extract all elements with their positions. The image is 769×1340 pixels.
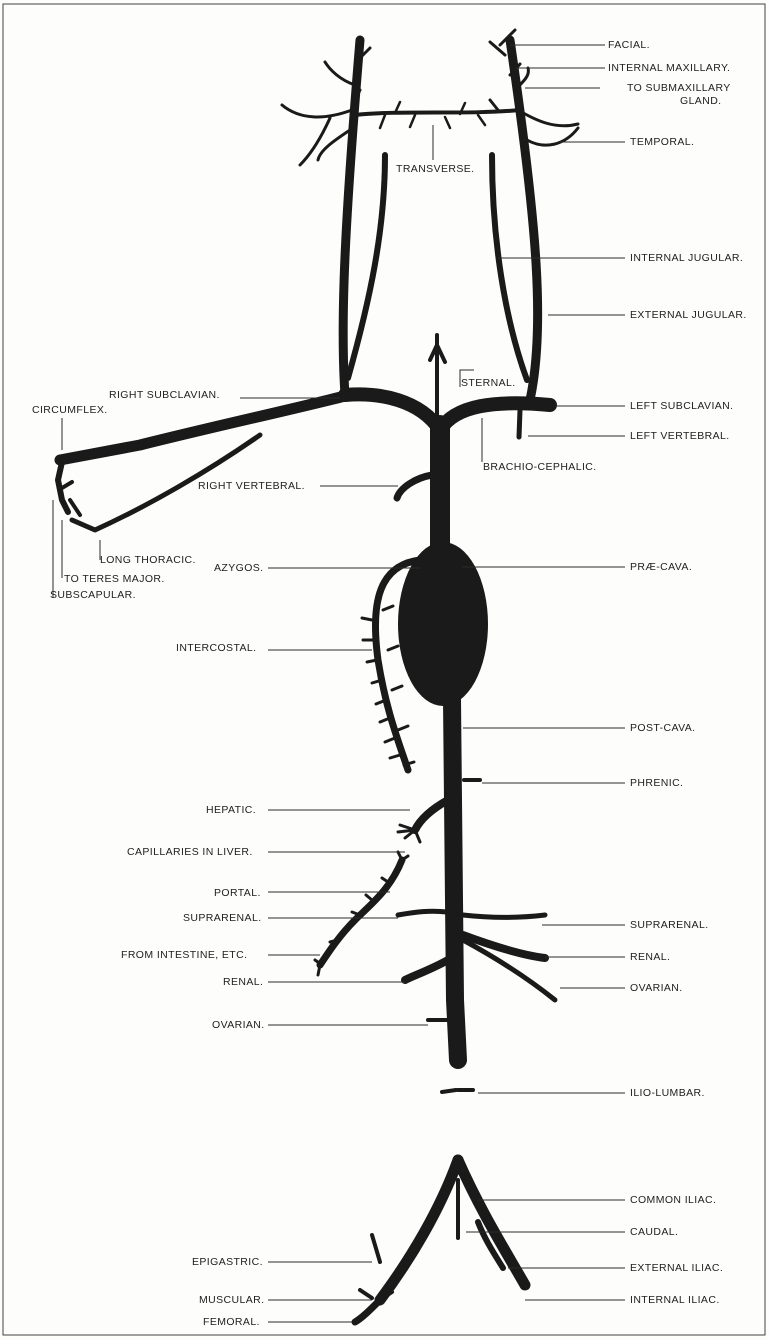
label-common-iliac: COMMON ILIAC. [630,1194,716,1206]
label-caudal: CAUDAL. [630,1226,678,1238]
label-azygos: AZYGOS. [214,562,263,574]
transverse-twigs [380,102,485,128]
label-subscapular: SUBSCAPULAR. [50,589,136,601]
label-muscular: MUSCULAR. [199,1294,264,1306]
post-cava-vessel [452,700,458,1060]
label-to-submaxillary: TO SUBMAXILLARY [627,82,731,94]
label-internal-jugular: INTERNAL JUGULAR. [630,252,743,264]
ilio-lumbar-vessel [442,1090,473,1092]
label-phrenic: PHRENIC. [630,777,683,789]
label-suprarenal-right: SUPRARENAL. [630,919,709,931]
label-external-jugular: EXTERNAL JUGULAR. [630,309,747,321]
right-subclavian-vessel [345,394,440,430]
suprarenal-right-vessel [463,915,545,917]
common-iliac-right [458,1160,525,1285]
label-internal-iliac: INTERNAL ILIAC. [630,1294,720,1306]
label-external-iliac: EXTERNAL ILIAC. [630,1262,723,1274]
label-ilio-lumbar: ILIO-LUMBAR. [630,1087,705,1099]
label-brachio-cephalic: BRACHIO-CEPHALIC. [483,461,597,473]
hepatic-vessel [415,800,448,830]
label-temporal: TEMPORAL. [630,136,694,148]
label-femoral: FEMORAL. [203,1316,260,1328]
femoral-vessel [355,1300,380,1322]
transverse-vessel [355,110,520,115]
label-internal-maxillary: INTERNAL MAXILLARY. [608,62,730,74]
right-internal-jugular [348,155,385,378]
label-circumflex: CIRCUMFLEX. [32,404,108,416]
leader-lines [53,45,625,1322]
label-long-thoracic: LONG THORACIC. [100,554,196,566]
label-from-intestine: FROM INTESTINE, ETC. [121,949,247,961]
label-right-subclavian: RIGHT SUBCLAVIAN. [109,389,220,401]
left-internal-jugular [492,155,527,380]
label-intercostal: INTERCOSTAL. [176,642,256,654]
vessel-drawing [58,30,578,1322]
label-capillaries-in-liver: CAPILLARIES IN LIVER. [127,846,253,858]
common-iliac-left [380,1160,458,1300]
label-renal-left: RENAL. [223,976,263,988]
label-renal-right: RENAL. [630,951,670,963]
right-vertebral-vessel [397,475,432,498]
label-gland: GLAND. [680,95,722,107]
left-subclavian-vessel [440,403,550,430]
labels: FACIAL. INTERNAL MAXILLARY. TO SUBMAXILL… [32,39,747,1328]
label-post-cava: POST-CAVA. [630,722,695,734]
label-right-vertebral: RIGHT VERTEBRAL. [198,480,305,492]
label-facial: FACIAL. [608,39,650,51]
label-portal: PORTAL. [214,887,261,899]
label-sternal: STERNAL. [461,377,516,389]
suprarenal-left-vessel [398,911,447,915]
label-ovarian-left: OVARIAN. [212,1019,265,1031]
label-prae-cava: PRÆ-CAVA. [630,561,692,573]
label-left-vertebral: LEFT VERTEBRAL. [630,430,730,442]
portal-vessel [320,860,402,965]
renal-left-vessel [405,960,448,980]
label-ovarian-right: OVARIAN. [630,982,683,994]
label-left-subclavian: LEFT SUBCLAVIAN. [630,400,733,412]
label-transverse: TRANSVERSE. [396,163,475,175]
sternal-vessel [430,335,445,420]
left-vertebral-vessel [519,410,520,437]
label-epigastric: EPIGASTRIC. [192,1256,263,1268]
label-to-teres-major: TO TERES MAJOR. [64,573,165,585]
label-hepatic: HEPATIC. [206,804,256,816]
label-suprarenal-left: SUPRARENAL. [183,912,262,924]
